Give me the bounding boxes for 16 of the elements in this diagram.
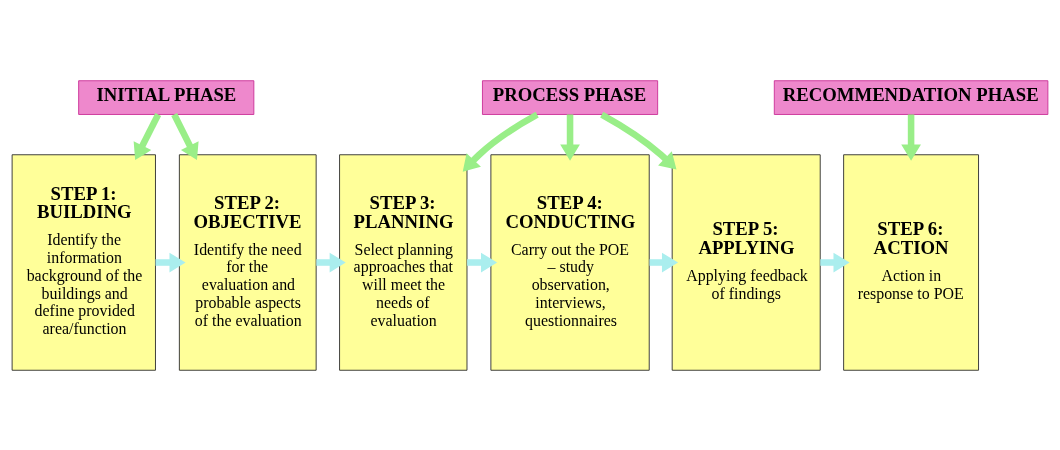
arrow: [462, 111, 539, 172]
node-box: INITIAL PHASE: [78, 79, 255, 115]
node-box: PROCESS PHASE: [481, 79, 659, 115]
node-box: STEP 5: APPLYING Applying feedback of findings: [671, 153, 821, 371]
arrow: [316, 252, 346, 272]
node-box: RECOMMENDATION PHASE: [773, 79, 1049, 115]
node-box: STEP 2: OBJECTIVE Identify the need for the evaluation and probable aspects of the evaluation: [178, 153, 317, 371]
arrow: [171, 112, 199, 160]
node-box: STEP 6: ACTION Action in response to POE: [843, 153, 979, 371]
arrow: [560, 114, 580, 161]
arrow: [901, 114, 921, 161]
arrow: [600, 111, 677, 170]
node-box: STEP 3: PLANNING Select planning approaches that will meet the needs of evaluation: [339, 153, 468, 371]
node-box: STEP 4: CONDUCTING Carry out the POE – study observation, interviews, questionnaires: [490, 153, 650, 371]
node-box: STEP 1: BUILDING Identify the information background of the buildings and define provided area/function: [11, 153, 156, 371]
arrow: [133, 112, 162, 160]
